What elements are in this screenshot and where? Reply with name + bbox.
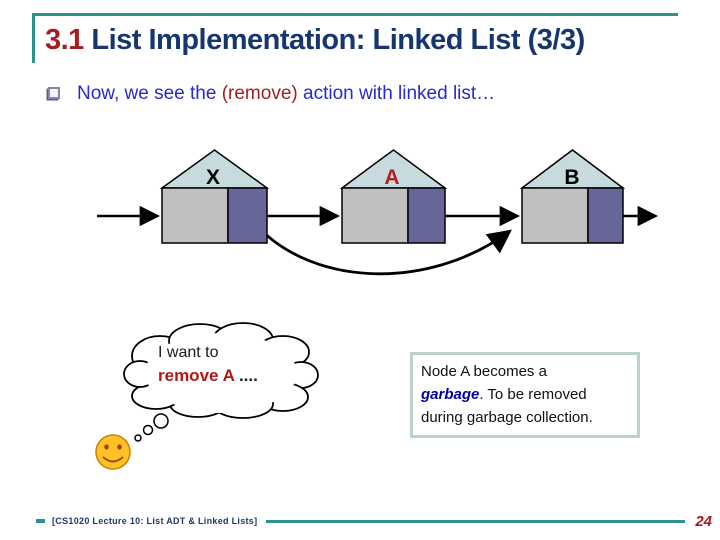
thought-bubble-icon bbox=[123, 322, 319, 419]
thought-trail-bubbles bbox=[134, 413, 169, 442]
node-x-data-cell bbox=[161, 187, 229, 244]
thought-text-line1: I want to bbox=[158, 344, 219, 361]
title-text: List Implementation: Linked List (3/3) bbox=[83, 24, 585, 56]
node-x-pointer-cell bbox=[227, 187, 268, 244]
footer-rule bbox=[266, 519, 686, 523]
node-b-data-cell bbox=[521, 187, 589, 244]
footer-dash-icon bbox=[36, 519, 45, 523]
callout-line2-rest: . To be removed bbox=[479, 386, 587, 403]
bypass-arrow-x-to-b bbox=[250, 219, 512, 276]
node-a-pointer-cell bbox=[407, 187, 446, 244]
thought-dots: .... bbox=[234, 366, 258, 385]
page-title: 3.1 List Implementation: Linked List (3/… bbox=[45, 24, 585, 57]
smiley-face-icon bbox=[95, 434, 131, 470]
callout-line1: Node A becomes a bbox=[421, 363, 547, 380]
garbage-callout-box: Node A becomes a garbage. To be removed … bbox=[410, 352, 640, 438]
node-a: A bbox=[339, 149, 448, 244]
node-x: X bbox=[159, 149, 270, 244]
title-top-rule bbox=[32, 13, 678, 16]
node-a-data-cell bbox=[341, 187, 409, 244]
square-bullet-icon bbox=[48, 87, 60, 99]
callout-line2: garbage. To be removed bbox=[421, 383, 629, 406]
bullet-text-post: action with linked list… bbox=[297, 83, 496, 104]
node-b-label: B bbox=[564, 166, 579, 189]
page-number: 24 bbox=[695, 512, 712, 530]
node-b-pointer-cell bbox=[587, 187, 624, 244]
node-a-label: A bbox=[384, 166, 399, 189]
bullet-text-pre: Now, we see the bbox=[77, 83, 222, 104]
thought-remove-a: remove A bbox=[158, 366, 235, 385]
section-number: 3.1 bbox=[45, 24, 84, 56]
footer-lecture-label: [CS1020 Lecture 10: List ADT & Linked Li… bbox=[52, 516, 258, 526]
callout-line3: during garbage collection. bbox=[421, 409, 593, 426]
callout-garbage-word: garbage bbox=[421, 386, 480, 403]
title-left-rule bbox=[32, 13, 35, 63]
thought-text-line2: remove A .... bbox=[158, 366, 258, 386]
bullet-remove-highlight: (remove) bbox=[221, 83, 298, 104]
footer: [CS1020 Lecture 10: List ADT & Linked Li… bbox=[36, 512, 712, 530]
node-x-label: X bbox=[206, 166, 220, 189]
node-b: B bbox=[519, 149, 626, 244]
bullet-text: Now, we see the (remove) action with lin… bbox=[77, 83, 495, 105]
